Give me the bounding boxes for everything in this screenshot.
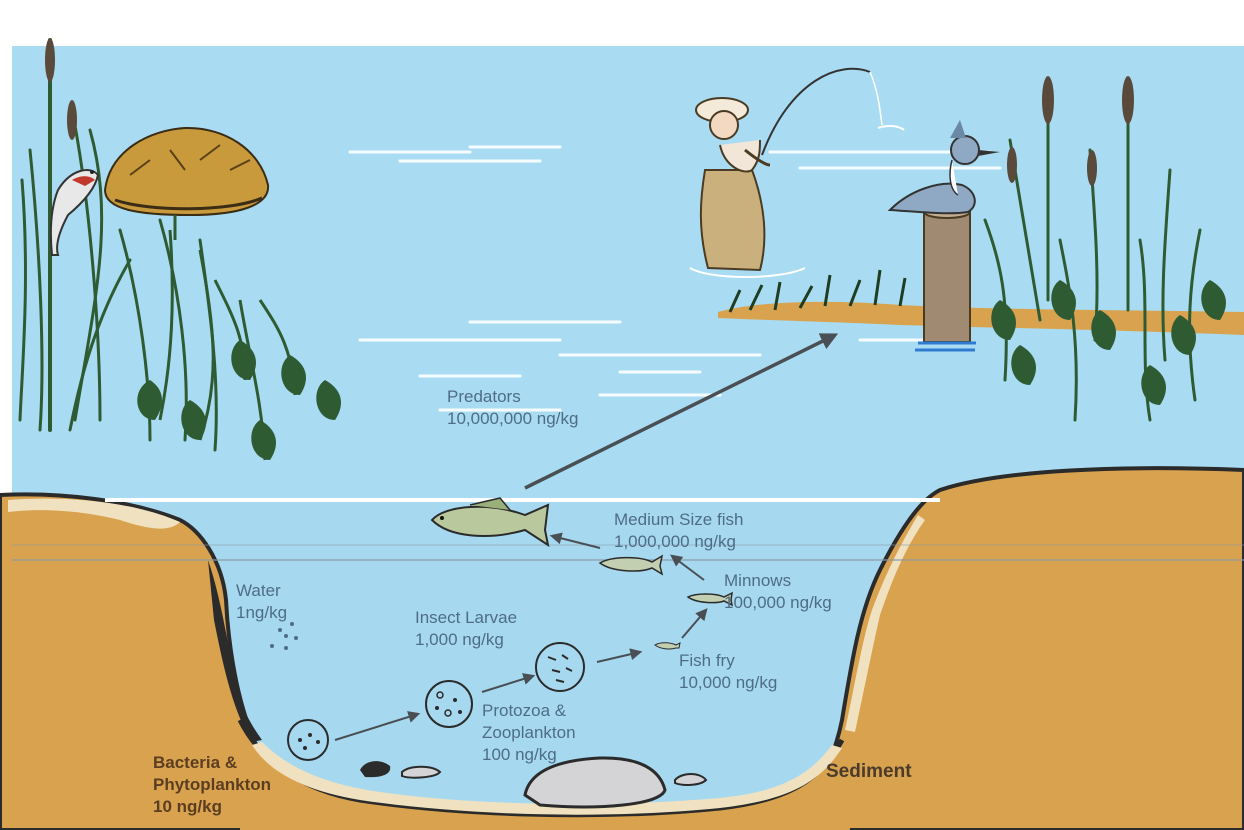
label-insect-larvae: Insect Larvae 1,000 ng/kg <box>415 607 517 651</box>
bacteria-name-line2: Phytoplankton <box>153 774 271 796</box>
label-minnows: Minnows 100,000 ng/kg <box>724 570 832 614</box>
bacteria-concentration: 10 ng/kg <box>153 796 271 818</box>
predators-concentration: 10,000,000 ng/kg <box>447 408 578 430</box>
post-icon <box>915 206 976 350</box>
water-name: Water <box>236 580 287 602</box>
label-medium-fish: Medium Size fish 1,000,000 ng/kg <box>614 509 743 553</box>
label-fish-fry: Fish fry 10,000 ng/kg <box>679 650 777 694</box>
label-water: Water 1ng/kg <box>236 580 287 624</box>
protozoa-concentration: 100 ng/kg <box>482 744 576 766</box>
insect-larvae-name: Insect Larvae <box>415 607 517 629</box>
minnows-concentration: 100,000 ng/kg <box>724 592 832 614</box>
bacteria-name-line1: Bacteria & <box>153 752 271 774</box>
label-protozoa: Protozoa & Zooplankton 100 ng/kg <box>482 700 576 766</box>
fish-fry-concentration: 10,000 ng/kg <box>679 672 777 694</box>
label-bacteria: Bacteria & Phytoplankton 10 ng/kg <box>153 752 271 818</box>
insect-larvae-concentration: 1,000 ng/kg <box>415 629 517 651</box>
sediment-name: Sediment <box>826 761 912 783</box>
protozoa-name-line2: Zooplankton <box>482 722 576 744</box>
medium-fish-concentration: 1,000,000 ng/kg <box>614 531 743 553</box>
water-concentration: 1ng/kg <box>236 602 287 624</box>
label-predators: Predators 10,000,000 ng/kg <box>447 386 578 430</box>
minnows-name: Minnows <box>724 570 832 592</box>
protozoa-name-line1: Protozoa & <box>482 700 576 722</box>
label-sediment: Sediment <box>826 761 912 783</box>
medium-fish-name: Medium Size fish <box>614 509 743 531</box>
fish-fry-name: Fish fry <box>679 650 777 672</box>
predators-name: Predators <box>447 386 578 408</box>
